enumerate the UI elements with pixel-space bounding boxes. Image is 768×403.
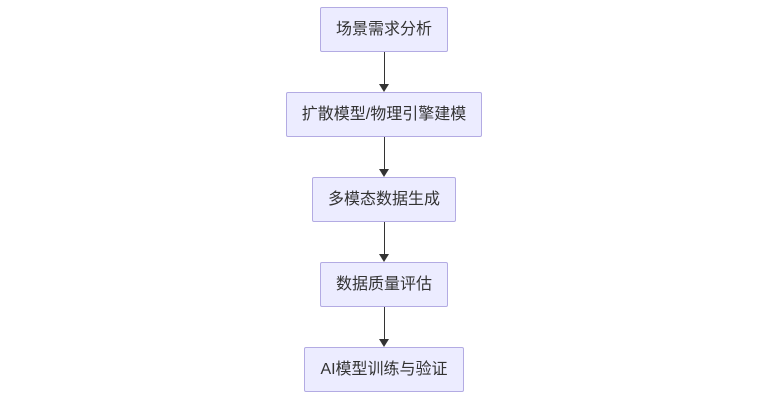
flow-arrow-3 [379, 222, 389, 262]
arrow-line [383, 52, 385, 85]
flow-node-data-quality-assessment: 数据质量评估 [319, 262, 448, 307]
flow-node-label: AI模型训练与验证 [320, 361, 448, 378]
flow-node-multimodal-data-generation: 多模态数据生成 [311, 177, 456, 222]
arrow-line [383, 307, 385, 340]
flow-node-label: 多模态数据生成 [327, 191, 440, 208]
flow-arrow-1 [379, 52, 389, 92]
arrow-line [383, 222, 385, 255]
flow-node-label: 场景需求分析 [335, 21, 432, 38]
flow-node-label: 扩散模型/物理引擎建模 [301, 106, 467, 123]
flow-node-scenario-requirement-analysis: 场景需求分析 [319, 7, 448, 52]
flow-arrow-2 [379, 137, 389, 177]
arrowhead-down-icon [379, 169, 389, 177]
arrow-line [383, 137, 385, 170]
flow-node-label: 数据质量评估 [335, 276, 432, 293]
arrowhead-down-icon [379, 254, 389, 262]
flow-node-ai-model-training-validation: AI模型训练与验证 [304, 347, 464, 392]
flow-node-diffusion-physics-modeling: 扩散模型/物理引擎建模 [285, 92, 483, 137]
flow-arrow-4 [379, 307, 389, 347]
arrowhead-down-icon [379, 339, 389, 347]
arrowhead-down-icon [379, 84, 389, 92]
